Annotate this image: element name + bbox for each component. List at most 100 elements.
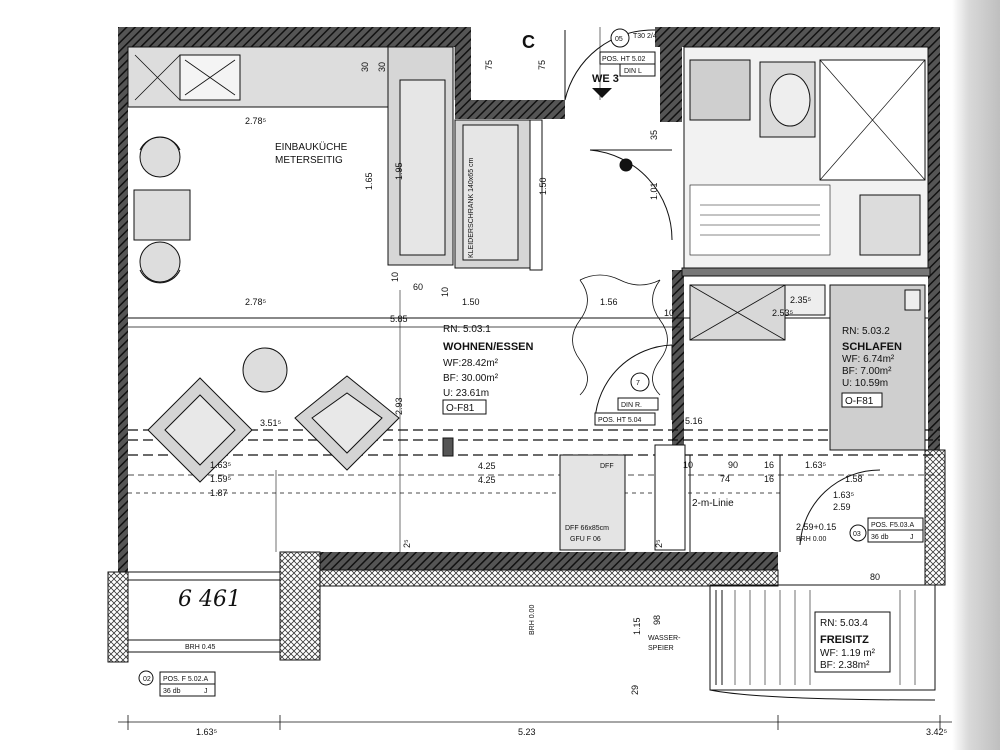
dim-163c: 1.63⁵	[833, 490, 855, 500]
bathroom	[619, 46, 929, 269]
exterior-walls	[107, 27, 946, 663]
brh-vertical: BRH 0.00	[529, 605, 536, 635]
door-top-side: T30 2/4	[633, 33, 657, 40]
living-floor: O-F81	[446, 403, 475, 414]
door-top-din: DIN L	[624, 68, 642, 75]
dim-2b: 2⁵	[654, 539, 664, 548]
dim-98: 98	[652, 615, 662, 625]
dim-259a: 2.59	[833, 502, 851, 512]
dff-label: DFF	[600, 463, 614, 470]
living-bf: BF: 30.00m²	[443, 373, 499, 384]
dim-2a: 2⁵	[402, 539, 412, 548]
dim-29: 29	[630, 685, 640, 695]
dim-75a: 75	[484, 60, 494, 70]
dim-278a: 2.78⁵	[245, 116, 267, 126]
bedroom-number: RN: 5.03.2	[842, 326, 890, 337]
window-right-brh: BRH 0.00	[796, 536, 826, 543]
dff-element	[559, 444, 686, 551]
living-name: WOHNEN/ESSEN	[443, 341, 534, 353]
text-layer: EINBAUKÜCHE METERSEITIG KLEIDERSCHRANK 1…	[143, 32, 948, 737]
window-left-brh: BRH 0.45	[185, 644, 215, 651]
dim-16a: 16	[764, 460, 774, 470]
bedroom-wf: WF: 6.74m²	[842, 354, 895, 365]
dim-163b: 1.63⁵	[805, 460, 827, 470]
interior-lines	[128, 27, 940, 552]
dim-195: 1.95	[394, 162, 404, 180]
dim-253: 2.53⁵	[772, 308, 794, 318]
dim-516: 5.16	[685, 416, 703, 426]
living-u: U: 23.61m	[443, 388, 489, 399]
dining-table	[133, 136, 191, 284]
dim-585: 5.85	[390, 314, 408, 324]
dim-75b: 75	[537, 60, 547, 70]
window-left-db: 36 db	[163, 688, 181, 695]
living-furniture	[147, 347, 454, 483]
dim-60: 60	[413, 282, 423, 292]
window-left-pos: POS. F 5.02.A	[163, 676, 208, 683]
dim-10a: 10	[390, 272, 400, 282]
dim-74: 74	[720, 474, 730, 484]
window-left-tag: 02	[143, 676, 151, 683]
door-top-pos: POS. HT 5.02	[602, 56, 646, 63]
living-wf: WF:28.42m²	[443, 358, 499, 369]
dim-10b: 10	[440, 287, 450, 297]
dim-278b: 2.78⁵	[245, 297, 267, 307]
door-inner-din: DIN R.	[621, 402, 642, 409]
dim-30a: 30	[360, 62, 370, 72]
door-inner-pos: POS. HT 5.04	[598, 417, 642, 424]
dim-115: 1.15	[632, 617, 642, 635]
dim-163-bottom: 1.63⁵	[196, 727, 218, 737]
window-right-tag: 03	[853, 531, 861, 538]
wardrobe-label: KLEIDERSCHRANK 140x65 cm	[468, 157, 475, 258]
window-right-j: J	[910, 534, 914, 541]
dim-158: 1.58	[845, 474, 863, 484]
dim-90: 90	[728, 460, 738, 470]
dim-150v: 1.50	[538, 177, 548, 195]
two-m-line: 2-m-Linie	[692, 498, 734, 509]
wasserspeier-1: WASSER-	[648, 635, 681, 642]
kitchen-label-2: METERSEITIG	[275, 155, 343, 166]
terrace-bf: BF: 2.38m²	[820, 660, 870, 671]
dff-gfu: GFU F 06	[570, 536, 601, 543]
dim-351: 3.51⁵	[260, 418, 282, 428]
bottom-dimension-line	[118, 715, 960, 730]
terrace-number: RN: 5.03.4	[820, 618, 868, 629]
terrace-wf: WF: 1.19 m²	[820, 648, 876, 659]
window-left-j: J	[204, 688, 208, 695]
dim-187: 1.87	[210, 488, 228, 498]
dim-425b: 4.25	[478, 475, 496, 485]
doors	[564, 29, 881, 546]
handwritten-note: 6 461	[178, 587, 241, 612]
dim-101: 1.01	[649, 182, 659, 200]
kitchen-counter	[127, 46, 531, 269]
dim-293: 2.93	[394, 397, 404, 415]
dim-10d: 10	[683, 460, 693, 470]
dim-35: 35	[649, 130, 659, 140]
sliding-door	[572, 274, 668, 396]
dim-165: 1.65	[364, 172, 374, 190]
unit-label: WE 3	[592, 73, 619, 85]
window-right-pos: POS. F5.03.A	[871, 522, 915, 529]
bedroom-bf: BF: 7.00m²	[842, 366, 892, 377]
unit-arrow-icon	[592, 88, 612, 98]
terrace	[709, 584, 936, 701]
dim-16b: 16	[764, 474, 774, 484]
dim-80: 80	[870, 572, 880, 582]
scan-page-edge	[952, 0, 1000, 750]
dim-523: 5.23	[518, 727, 536, 737]
bedroom-floor: O-F81	[845, 396, 874, 407]
bedroom-u: U: 10.59m	[842, 378, 888, 389]
dim-235: 2.35⁵	[790, 295, 812, 305]
dim-159: 1.59⁵	[210, 474, 232, 484]
dim-259b: 2.59+0.15	[796, 522, 836, 532]
dim-10c: 10	[664, 308, 674, 318]
dim-342: 3.42⁵	[926, 727, 948, 737]
window-right-db: 36 db	[871, 534, 889, 541]
dim-163a: 1.63⁵	[210, 460, 232, 470]
dff-size: DFF 66x85cm	[565, 525, 609, 532]
terrace-name: FREISITZ	[820, 634, 869, 646]
label-boxes	[127, 28, 924, 697]
dim-30b: 30	[377, 62, 387, 72]
bedroom-furniture	[689, 284, 926, 451]
